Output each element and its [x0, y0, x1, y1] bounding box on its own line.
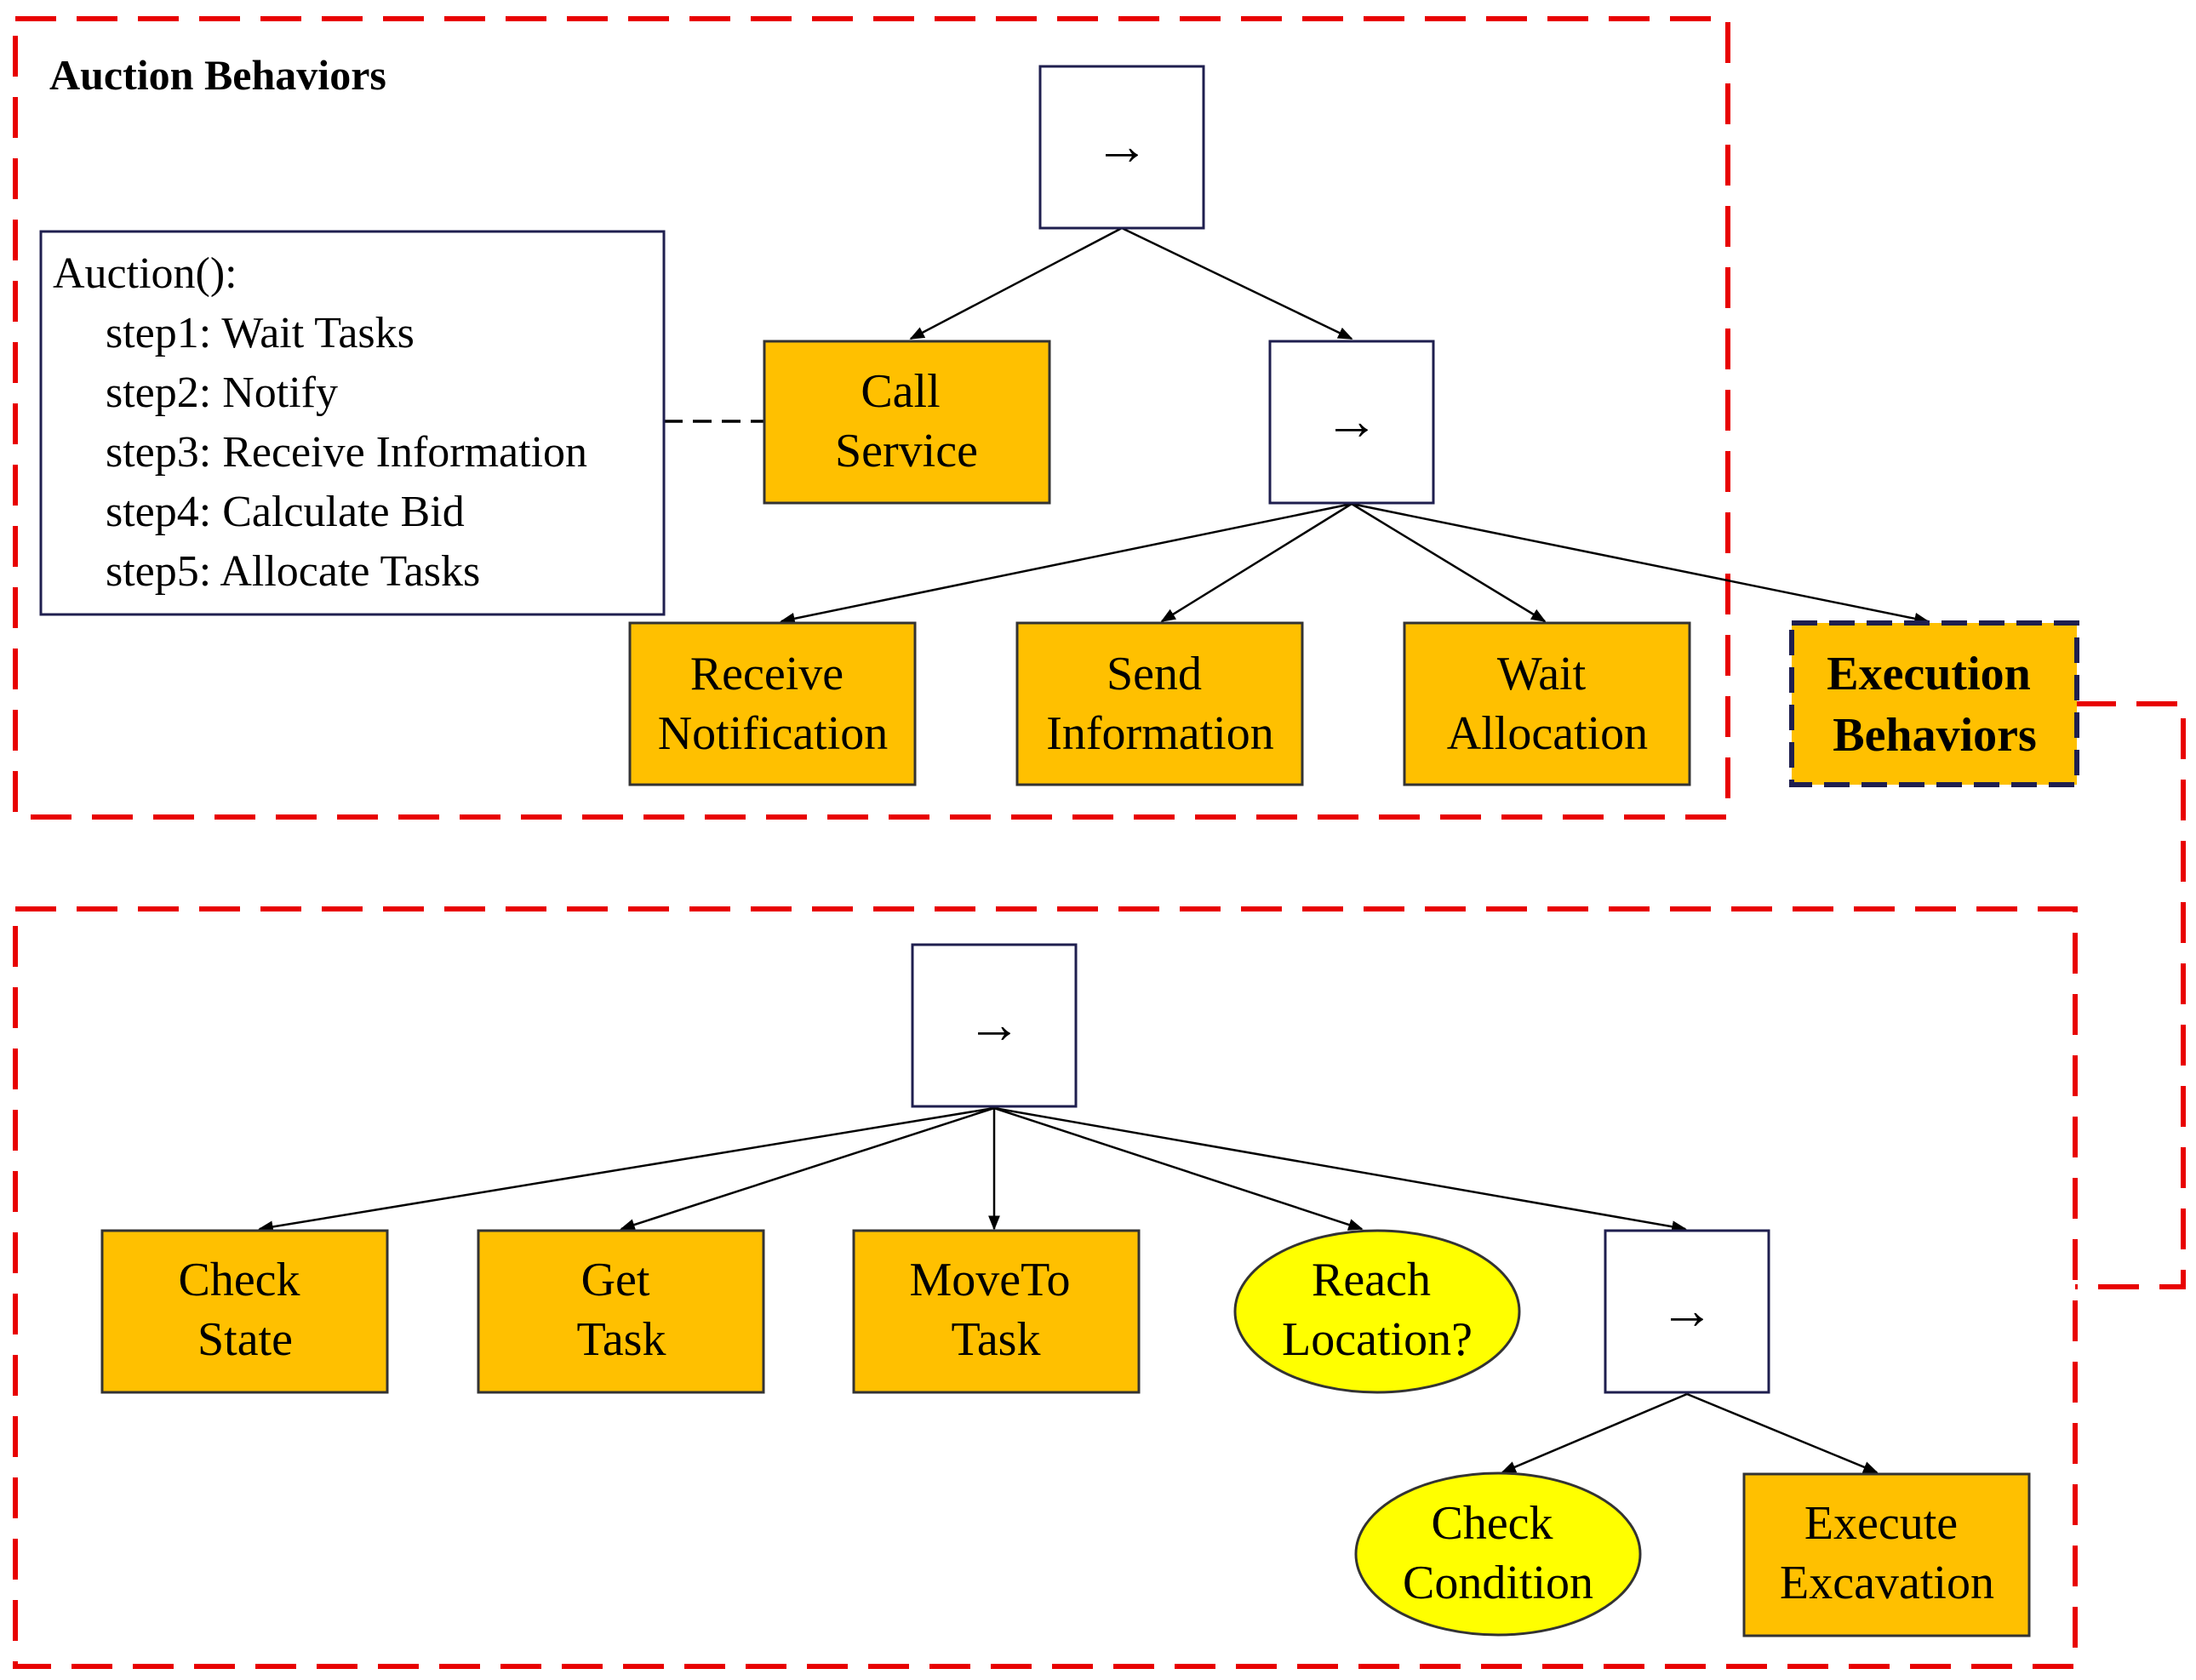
note-title: Auction():	[53, 249, 237, 298]
sequence-node-execution-root: →	[911, 943, 1078, 1108]
svg-text:Get Task: Get Task	[577, 1254, 666, 1366]
svg-text:Execute Excavation: Execute Excavation	[1780, 1497, 1994, 1609]
sequence-symbol: →	[967, 994, 1021, 1054]
edge-sequence-to-wait-allocation	[1351, 502, 1547, 623]
svg-text:Wait Allocation: Wait Allocation	[1447, 648, 1648, 760]
sequence-symbol: →	[1095, 116, 1149, 176]
edge-exec-root-to-get-task	[620, 1106, 995, 1231]
auction-pseudocode-note: Auction(): step1: Wait Tasks step2: Noti…	[39, 230, 666, 616]
action-node-execute-excavation: Execute Excavation	[1742, 1472, 2031, 1637]
sequence-symbol: →	[1660, 1280, 1714, 1340]
svg-text:Check State: Check State	[178, 1254, 312, 1366]
edge-root-to-sequence	[1121, 226, 1353, 340]
action-node-receive-notification: Receive Notification	[628, 621, 917, 786]
svg-text:MoveTo Task: MoveTo Task	[910, 1254, 1083, 1366]
edge-sub-sequence-to-check-condition	[1501, 1392, 1688, 1474]
svg-text:Send Information: Send Information	[1046, 648, 1273, 760]
sequence-node-auction-sub: →	[1268, 340, 1435, 505]
action-node-get-task: Get Task	[477, 1229, 765, 1394]
condition-node-reach-location: Reach Location?	[1233, 1229, 1521, 1394]
svg-text:Call Service: Call Service	[835, 365, 978, 477]
note-step: step4: Calculate Bid	[106, 488, 465, 536]
edge-root-to-call-service	[909, 226, 1123, 340]
auction-group-title: Auction Behaviors	[49, 51, 386, 99]
sequence-symbol: →	[1324, 391, 1379, 451]
action-node-send-information: Send Information	[1015, 621, 1304, 786]
action-node-call-service: Call Service	[763, 340, 1051, 505]
edge-exec-root-to-check-state	[258, 1106, 995, 1233]
svg-text:Check Condition: Check Condition	[1403, 1497, 1593, 1609]
note-step: step3: Receive Information	[106, 428, 587, 477]
sequence-node-auction-root: →	[1038, 65, 1205, 230]
edge-exec-root-to-sub-sequence	[993, 1106, 1687, 1233]
edge-sequence-to-send-information	[1160, 502, 1352, 623]
action-node-check-state: Check State	[100, 1229, 389, 1394]
execution-link-connector	[2075, 701, 2186, 1289]
action-node-move-to-task: MoveTo Task	[852, 1229, 1141, 1394]
edge-sequence-to-receive-notification	[780, 502, 1352, 625]
svg-text:Receive Notification: Receive Notification	[658, 648, 889, 760]
svg-text:Reach Location?: Reach Location?	[1282, 1254, 1473, 1366]
svg-text:Execution Behaviors: Execution Behaviors	[1827, 648, 2043, 762]
note-step: step5: Allocate Tasks	[106, 547, 480, 596]
subtree-node-execution-behaviors: Execution Behaviors	[1789, 620, 2079, 787]
edge-exec-root-to-reach-location	[993, 1106, 1364, 1231]
note-step: step2: Notify	[106, 369, 338, 417]
note-step: step1: Wait Tasks	[106, 309, 415, 357]
connections	[258, 226, 1930, 1474]
condition-node-check-condition: Check Condition	[1354, 1471, 1642, 1637]
action-node-wait-allocation: Wait Allocation	[1403, 621, 1691, 786]
edge-sequence-to-execution-behaviors	[1351, 502, 1930, 625]
svg-text:Auction(): step1: Wait T: Auction(): step1: Wait Tasks step2: Noti…	[53, 249, 598, 596]
edge-sub-sequence-to-execute-excavation	[1686, 1392, 1879, 1474]
auction-behaviors-group	[13, 16, 1730, 820]
sequence-node-execution-sub: →	[1604, 1229, 1770, 1394]
